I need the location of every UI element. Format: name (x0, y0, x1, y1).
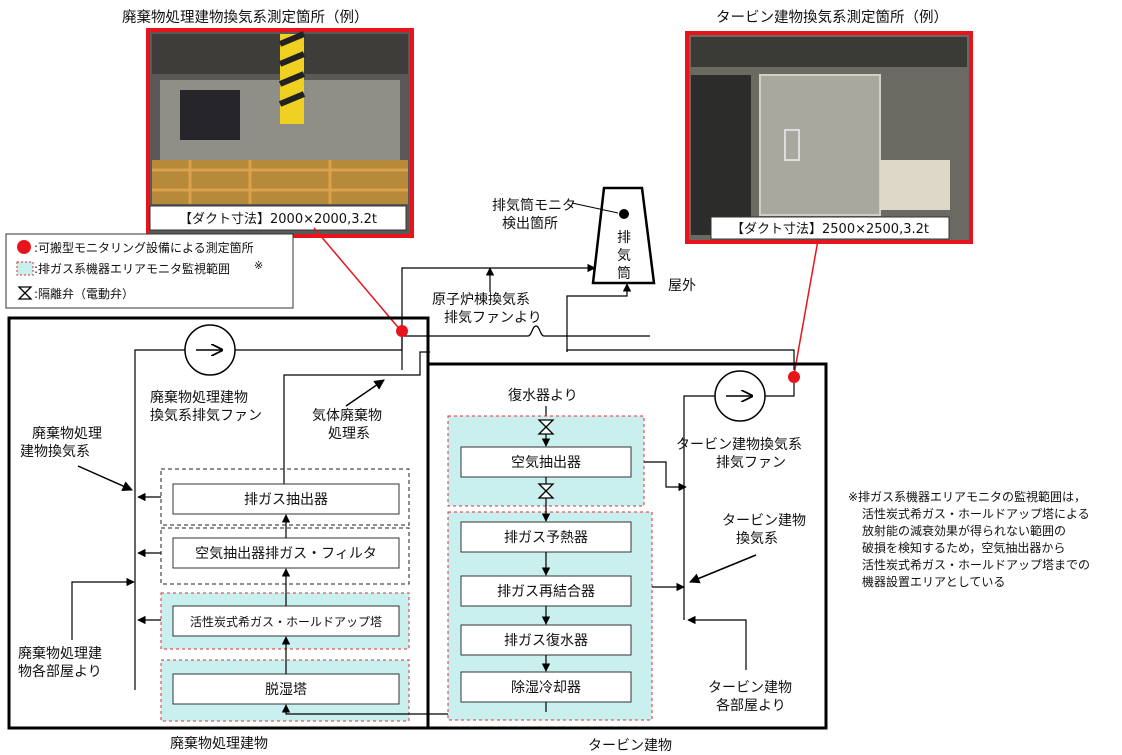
offgas-condenser-box: 排ガス復水器 (504, 632, 588, 649)
waste-hvac-label-2: 建物換気系 (20, 444, 90, 460)
turbine-fan-label-2: 排気ファン (716, 455, 786, 471)
note-line-2: 活性炭式希ガス・ホールドアップ塔による (862, 506, 1090, 521)
turbine-measure-point (788, 371, 800, 383)
isolation-valve-1-icon (537, 419, 555, 435)
right-photo: 【ダクト寸法】2500×2500,3.2t (685, 31, 973, 244)
recombiner-box: 排ガス再結合器 (497, 584, 595, 600)
right-photo-title: タービン建物換気系測定箇所（例） (716, 9, 948, 26)
waste-rooms-label-2: 物各部屋より (18, 664, 102, 680)
legend-valve-icon (17, 286, 33, 300)
isolation-valve-2-icon (537, 483, 555, 499)
turbine-rooms-label-1: タービン建物 (708, 680, 792, 696)
stack-monitor-dot-icon (619, 209, 629, 219)
legend-monitor-range: :排ガス系機器エリアモニタ監視範囲 (34, 261, 230, 276)
left-callout-line (313, 227, 403, 333)
dehumid-box: 脱湿塔 (265, 682, 307, 698)
outdoor-label: 屋外 (668, 278, 696, 294)
monitor-range-note: ※排ガス系機器エリアモニタの監視範囲は， 活性炭式希ガス・ホールドアップ塔による… (848, 489, 1090, 589)
reactor-fan-label-2: 排気ファンより (444, 310, 542, 326)
legend-valve: :隔離弁（電動弁） (34, 286, 134, 301)
preheater-box: 排ガス予熱器 (504, 530, 588, 546)
stack-char-3: 筒 (617, 265, 631, 282)
filter-group (160, 527, 410, 585)
air-ejector-box: 空気抽出器 (511, 455, 581, 471)
reactor-fan-label-1: 原子炉棟換気系 (432, 292, 530, 308)
legend-red-dot-icon (17, 240, 31, 254)
turbine-hvac-label-2: 換気系 (736, 531, 778, 547)
stack-monitor-label-2: 検出箇所 (502, 215, 558, 232)
right-photo-caption: 【ダクト寸法】2500×2500,3.2t (731, 222, 929, 237)
turbine-fan-label-1: タービン建物換気系 (676, 437, 802, 453)
note-line-4: 破損を検知するため，空気抽出器から (862, 540, 1065, 555)
legend-cyan-box-icon (16, 261, 34, 276)
stack-char-2: 気 (617, 248, 631, 264)
cooler-box: 除湿冷却器 (511, 680, 581, 696)
turbine-duct-lines (566, 349, 795, 620)
turbine-building-outline (426, 362, 828, 730)
left-photo-caption: 【ダクト寸法】2000×2000,3.2t (179, 212, 377, 227)
turbine-process-arrows (541, 434, 687, 712)
legend: :可搬型モニタリング設備による測定箇所 :排ガス系機器エリアモニタ監視範囲 ※ … (5, 233, 294, 309)
turbine-building-label: タービン建物 (588, 738, 672, 754)
filter-box: 空気抽出器排ガス・フィルタ (195, 546, 377, 562)
waste-measure-point (396, 325, 408, 337)
gas-waste-label-1: 気体廃棄物 (312, 407, 382, 424)
legend-monitor-mark: ※ (254, 259, 263, 272)
stack-monitor-label-1: 排気筒モニタ (492, 197, 576, 214)
turbine-hvac-label-1: タービン建物 (722, 513, 806, 529)
from-condenser-label: 復水器より (508, 387, 578, 404)
note-line-5: 活性炭式希ガス・ホールドアップ塔までの (862, 557, 1090, 572)
gas-waste-label-2: 処理系 (328, 426, 370, 442)
exhaust-stack: 排 気 筒 (591, 186, 656, 285)
waste-rooms-label-1: 廃棄物処理建 (18, 645, 102, 662)
note-line-1: ※排ガス系機器エリアモニタの監視範囲は， (848, 489, 1086, 504)
note-line-6: 機器設置エリアとしている (862, 574, 1005, 589)
offgas-extractor-box: 排ガス抽出器 (244, 492, 328, 508)
note-line-3: 放射能の減衰効果が得られない範囲の (862, 523, 1066, 538)
offgas-extractor-group (160, 468, 410, 526)
turbine-rooms-label-2: 各部屋より (716, 698, 786, 714)
waste-duct-lines (134, 334, 430, 690)
waste-fan-label-1: 廃棄物処理建物 (150, 389, 248, 406)
right-callout-line (793, 239, 819, 376)
charcoal-box: 活性炭式希ガス・ホールドアップ塔 (190, 614, 382, 629)
legend-measure-point: :可搬型モニタリング設備による測定箇所 (34, 240, 254, 255)
left-photo-title: 廃棄物処理建物換気系測定箇所（例） (122, 8, 369, 26)
waste-hvac-label-1: 廃棄物処理 (32, 425, 102, 442)
stack-char-1: 排 (617, 230, 631, 246)
left-photo: 【ダクト寸法】2000×2000,3.2t (146, 28, 414, 238)
waste-fan-label-2: 換気系排気ファン (150, 408, 262, 424)
waste-building-label: 廃棄物処理建物 (170, 735, 268, 752)
